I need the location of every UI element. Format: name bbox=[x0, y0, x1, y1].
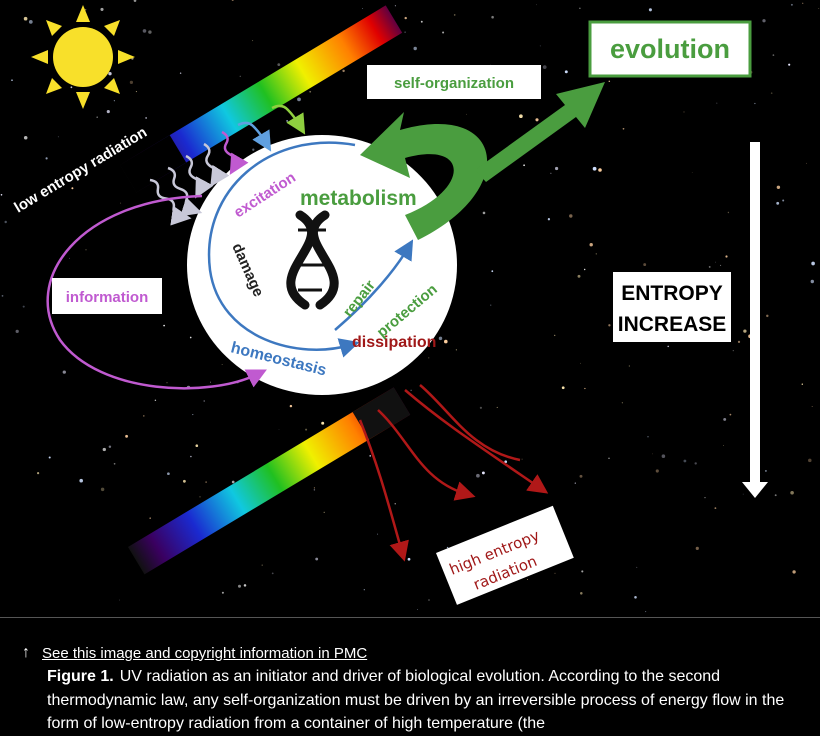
entropy-increase-box bbox=[613, 272, 731, 342]
figure-label: Figure 1. bbox=[47, 668, 114, 685]
caption-panel: ↑ See this image and copyright informati… bbox=[0, 617, 820, 732]
evolution-box bbox=[588, 20, 752, 78]
incoming-wave-arrows bbox=[149, 104, 306, 226]
entropy-arrow-head bbox=[742, 482, 768, 498]
self-organization-box bbox=[367, 65, 541, 99]
incoming-spectrum-bar bbox=[119, 5, 403, 193]
information-arrow bbox=[46, 194, 267, 390]
information-box bbox=[52, 278, 162, 314]
high-entropy-box bbox=[436, 505, 574, 605]
information-label: information bbox=[66, 289, 149, 306]
entropy-label-line1: ENTROPY bbox=[621, 282, 723, 305]
caption-body: UV radiation as an initiator and driver … bbox=[47, 668, 785, 732]
figure-caption: Figure 1.UV radiation as an initiator an… bbox=[47, 665, 787, 736]
arrow-up-icon: ↑ bbox=[22, 644, 30, 661]
self-organization-label: self-organization bbox=[394, 75, 514, 92]
pmc-copyright-link[interactable]: See this image and copyright information… bbox=[42, 644, 368, 662]
evolution-arrow bbox=[475, 82, 605, 182]
dissipation-arrows bbox=[358, 384, 549, 562]
sun-icon bbox=[31, 5, 135, 109]
figure-image: low entropy radiation information excita… bbox=[0, 0, 820, 613]
homeostasis-cycle-arrow bbox=[207, 141, 360, 358]
entropy-label-line2: INCREASE bbox=[618, 313, 727, 336]
feedback-arrow bbox=[360, 112, 488, 240]
evolution-label: evolution bbox=[610, 34, 730, 64]
dna-icon bbox=[286, 210, 339, 310]
repair-arrow bbox=[334, 239, 414, 331]
metabolism-label: metabolism bbox=[300, 187, 417, 210]
pmc-link-row[interactable]: ↑ See this image and copyright informati… bbox=[22, 644, 367, 662]
dissipation-label: dissipation bbox=[352, 334, 436, 351]
